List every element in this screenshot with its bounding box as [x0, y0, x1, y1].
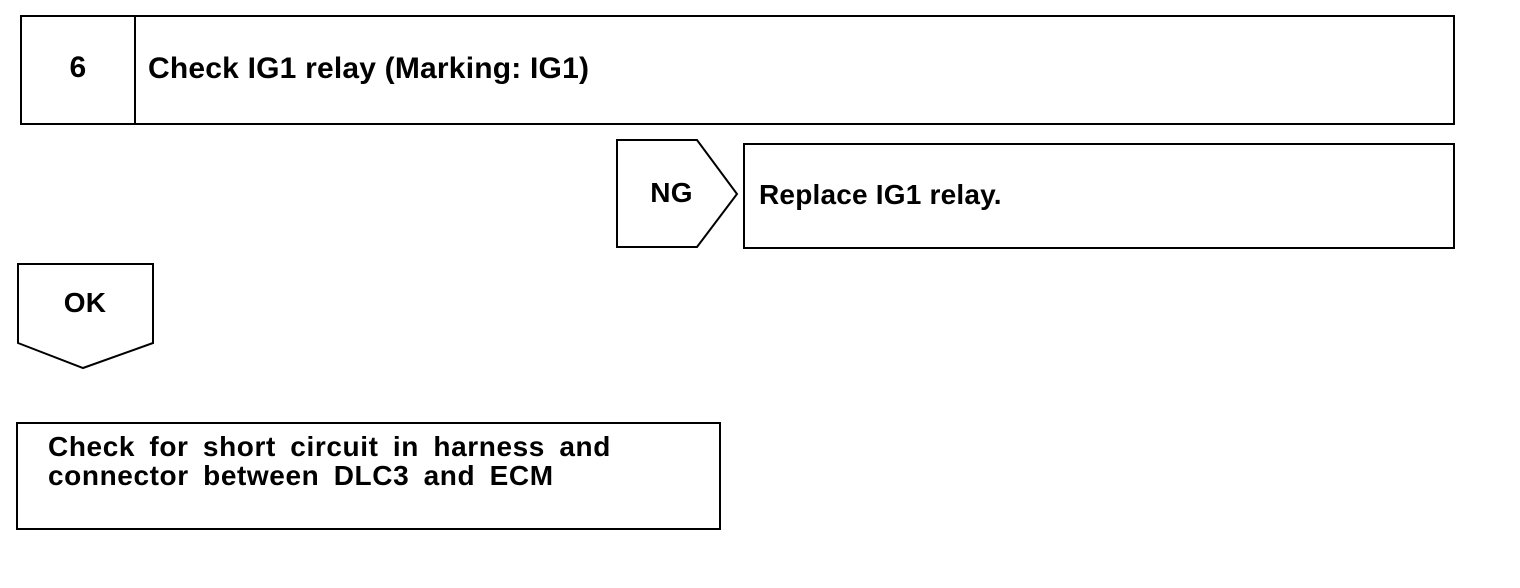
step-box: 6 Check IG1 relay (Marking: IG1) [20, 15, 1455, 125]
next-step-text: Check for short circuit in harness and c… [48, 431, 611, 491]
step-divider [134, 17, 136, 123]
step-number: 6 [69, 51, 87, 84]
step-title: Check IG1 relay (Marking: IG1) [148, 52, 590, 85]
next-step-box: Check for short circuit in harness and c… [16, 422, 721, 530]
ok-arrow-shape [17, 263, 154, 370]
ng-result-box: Replace IG1 relay. [743, 143, 1455, 249]
ok-label: OK [63, 287, 107, 318]
ng-result-text: Replace IG1 relay. [759, 179, 1002, 210]
ng-arrow-shape [616, 139, 739, 248]
ng-label: NG [650, 177, 693, 208]
